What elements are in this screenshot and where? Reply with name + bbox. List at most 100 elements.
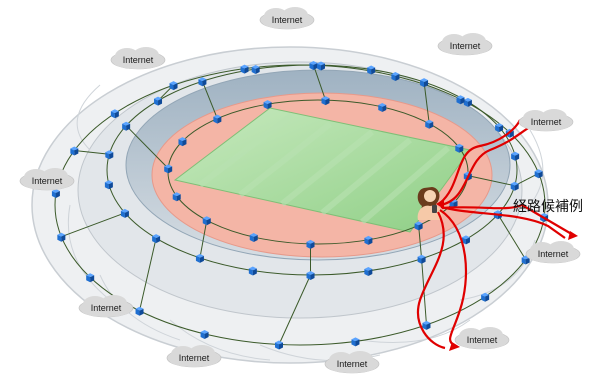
route-arrows [417, 119, 576, 350]
internet-clouds: InternetInternetInternetInternetInternet… [19, 7, 581, 374]
router-node-icon [364, 266, 373, 276]
router-node-icon [511, 151, 520, 161]
cloud-icon: Internet [324, 351, 380, 374]
cloud-icon: Internet [454, 327, 510, 350]
router-node-icon [248, 266, 257, 276]
router-node-icon [213, 114, 222, 124]
cloud-icon: Internet [525, 241, 581, 264]
router-node-icon [240, 64, 249, 74]
network-spoke-link [278, 274, 311, 345]
router-node-icon [463, 97, 472, 107]
router-node-icon [274, 340, 283, 350]
internet-label: Internet [337, 359, 368, 369]
router-node-icon [154, 96, 163, 106]
internet-label: Internet [450, 41, 481, 51]
network-spoke-link [418, 225, 423, 259]
person-with-phone-icon [417, 187, 443, 220]
route-path-5 [417, 211, 446, 350]
router-node-icon [70, 146, 79, 156]
field-stripes [198, 112, 450, 225]
router-node-icon [198, 77, 207, 87]
network-spoke-link [61, 212, 126, 238]
cloud-icon: Internet [110, 47, 166, 70]
route-path-3 [440, 205, 566, 239]
router-node-icon [364, 235, 373, 245]
router-node-icon [321, 96, 330, 106]
network-spoke-link [423, 82, 430, 124]
router-node-icon [263, 100, 272, 110]
router-node-icon [417, 254, 426, 264]
route-candidate-label: 経路候補例 [513, 199, 583, 215]
router-node-icon [251, 65, 260, 75]
router-node-icon [309, 61, 318, 71]
route-path-2 [439, 119, 521, 204]
router-node-icon [86, 273, 95, 283]
internet-label: Internet [467, 335, 498, 345]
route-path-6 [441, 203, 576, 237]
router-node-icon [456, 95, 465, 105]
router-node-icon [169, 81, 178, 91]
router-node-icon [178, 137, 187, 147]
router-node-icon [420, 78, 429, 88]
network-spoke-link [139, 238, 157, 311]
network-spoke-link [125, 125, 169, 169]
network-ring-link [54, 64, 546, 346]
router-node-icon [455, 143, 464, 153]
router-node-icon [378, 102, 387, 112]
internet-label: Internet [538, 249, 569, 259]
network-nodes [51, 61, 549, 350]
network-spoke-link [313, 64, 326, 101]
cloud-icon: Internet [518, 109, 574, 132]
router-node-icon [122, 121, 131, 131]
router-node-icon [317, 61, 326, 71]
router-node-icon [414, 221, 423, 231]
cloud-icon: Internet [19, 168, 75, 191]
network-spoke-link [201, 81, 218, 119]
router-node-icon [152, 234, 161, 244]
router-node-icon [425, 119, 434, 129]
router-node-icon [534, 169, 543, 179]
router-node-icon [481, 292, 490, 302]
router-node-icon [51, 188, 60, 198]
router-node-icon [110, 109, 119, 119]
router-node-icon [249, 233, 258, 243]
router-node-icon [202, 216, 211, 226]
router-node-icon [105, 150, 114, 160]
router-node-icon [57, 232, 66, 242]
internet-label: Internet [531, 117, 562, 127]
internet-label: Internet [272, 15, 303, 25]
router-node-icon [351, 337, 360, 347]
router-node-icon [306, 270, 315, 280]
internet-label: Internet [91, 303, 122, 313]
router-node-icon [422, 320, 431, 330]
network-spoke-link [497, 214, 527, 260]
router-node-icon [367, 65, 376, 75]
internet-label: Internet [123, 55, 154, 65]
internet-label: Internet [32, 176, 63, 186]
router-node-icon [495, 123, 504, 133]
route-path-4 [439, 209, 468, 347]
router-node-icon [195, 253, 204, 263]
router-node-icon [306, 239, 315, 249]
router-node-icon [461, 235, 470, 245]
router-node-icon [120, 208, 129, 218]
router-node-icon [200, 329, 209, 339]
network-spoke-link [467, 175, 515, 187]
cloud-icon: Internet [437, 33, 493, 56]
cloud-icon: Internet [166, 345, 222, 368]
router-node-icon [510, 181, 519, 191]
route-path-1 [439, 123, 536, 207]
internet-label: Internet [179, 353, 210, 363]
router-node-icon [135, 306, 144, 316]
router-node-icon [104, 180, 113, 190]
router-node-icon [391, 72, 400, 82]
router-node-icon [172, 192, 181, 202]
network-spoke-link [74, 149, 110, 155]
cloud-icon: Internet [259, 7, 315, 30]
network-spoke-link [199, 220, 208, 259]
router-node-icon [521, 255, 530, 265]
router-node-icon [164, 164, 173, 174]
cloud-icon: Internet [78, 295, 134, 318]
